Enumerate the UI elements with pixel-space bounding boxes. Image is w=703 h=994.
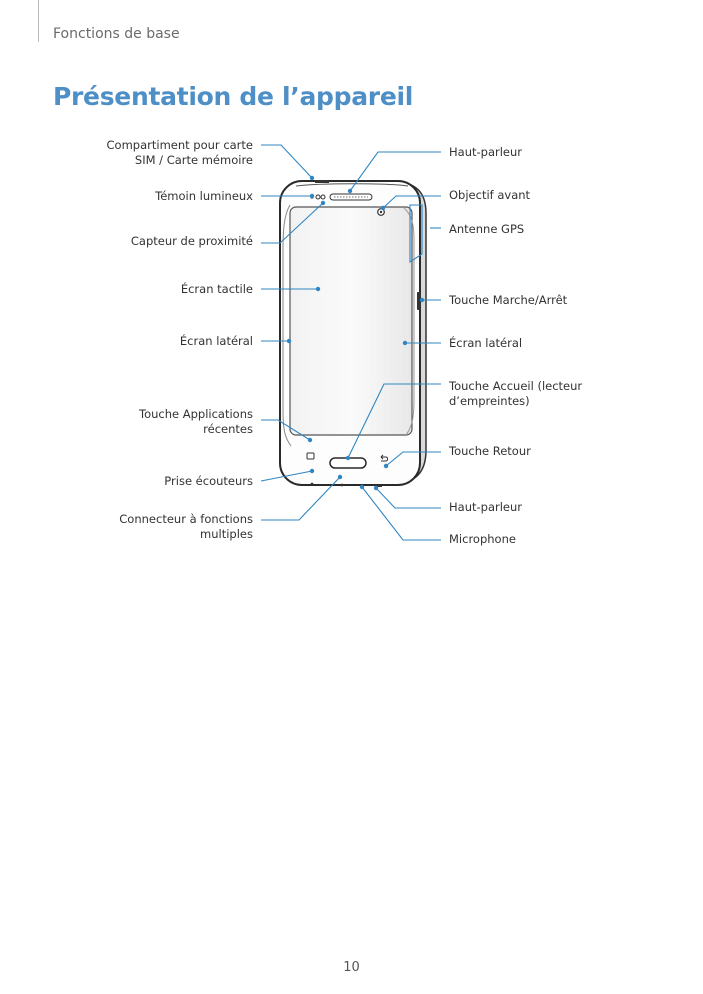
label-earpiece: Haut-parleur — [449, 145, 523, 159]
label-proximity-sensor: Capteur de proximité — [130, 234, 253, 248]
label-led: Témoin lumineux — [155, 189, 253, 203]
label-edge-screen-left: Écran latéral — [179, 334, 253, 348]
section-label: Fonctions de base — [53, 26, 180, 42]
header-rule — [38, 0, 39, 42]
label-speaker: Haut-parleur — [449, 500, 523, 514]
label-back-key: Touche Retour — [449, 444, 531, 458]
label-earphone-jack: Prise écouteurs — [164, 474, 253, 488]
label-gps-antenna: Antenne GPS — [449, 222, 525, 236]
label-touchscreen: Écran tactile — [180, 282, 253, 296]
page-number: 10 — [343, 960, 360, 975]
page-title: Présentation de l’appareil — [53, 82, 414, 111]
callout-dots — [286, 175, 425, 491]
label-microphone: Microphone — [449, 532, 516, 546]
phone-illustration — [279, 180, 427, 488]
callout-lines — [260, 144, 441, 541]
label-power-key: Touche Marche/Arrêt — [449, 293, 568, 307]
label-edge-screen-right: Écran latéral — [449, 336, 523, 350]
label-front-camera: Objectif avant — [449, 188, 531, 202]
